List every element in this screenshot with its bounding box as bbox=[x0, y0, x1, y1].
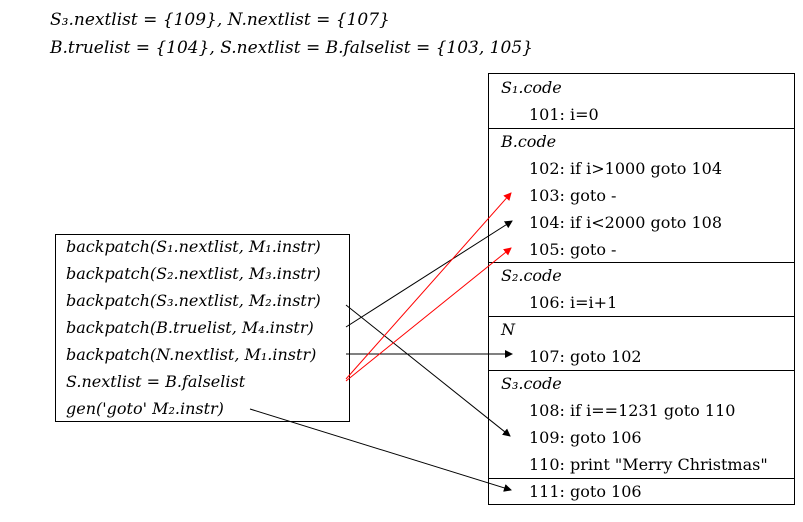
code-listing-box: S₁.code 101: i=0 B.code 102: if i>1000 g… bbox=[488, 73, 795, 505]
arrow-falselist-to-105 bbox=[345, 247, 512, 382]
action-line: gen('goto' M₂.instr) bbox=[66, 399, 224, 418]
code-line-104: 104: if i<2000 goto 108 bbox=[529, 213, 723, 232]
action-line: backpatch(N.nextlist, M₁.instr) bbox=[66, 345, 317, 364]
backpatch-actions-box: backpatch(S₁.nextlist, M₁.instr) backpat… bbox=[55, 234, 350, 422]
code-line-105: 105: goto - bbox=[529, 240, 617, 259]
code-line-110: 110: print "Merry Christmas" bbox=[529, 455, 768, 474]
section-divider bbox=[489, 316, 794, 317]
code-line-108: 108: if i==1231 goto 110 bbox=[529, 401, 736, 420]
code-line-101: 101: i=0 bbox=[529, 105, 599, 124]
section-divider bbox=[489, 262, 794, 263]
code-line-109: 109: goto 106 bbox=[529, 428, 642, 447]
header-line-2: B.truelist = {104}, S.nextlist = B.false… bbox=[50, 38, 533, 58]
section-divider bbox=[489, 128, 794, 129]
arrow-btrue-to-104 bbox=[345, 220, 513, 328]
section-header-b: B.code bbox=[501, 132, 557, 151]
code-line-106: 106: i=i+1 bbox=[529, 293, 618, 312]
section-header-s2: S₂.code bbox=[501, 266, 562, 285]
action-line: backpatch(B.truelist, M₄.instr) bbox=[66, 318, 314, 337]
header-line-1: S₃.nextlist = {109}, N.nextlist = {107} bbox=[50, 10, 390, 30]
arrow-s3-to-109 bbox=[345, 304, 511, 437]
section-divider bbox=[489, 370, 794, 371]
arrow-falselist-to-103 bbox=[345, 192, 512, 380]
section-header-s1: S₁.code bbox=[501, 78, 562, 97]
action-line: backpatch(S₂.nextlist, M₃.instr) bbox=[66, 264, 321, 283]
action-line: backpatch(S₁.nextlist, M₁.instr) bbox=[66, 237, 321, 256]
code-line-111: 111: goto 106 bbox=[529, 482, 642, 501]
code-line-102: 102: if i>1000 goto 104 bbox=[529, 159, 723, 178]
action-line: S.nextlist = B.falselist bbox=[66, 372, 246, 391]
section-divider bbox=[489, 478, 794, 479]
section-header-n: N bbox=[501, 320, 515, 339]
section-header-s3: S₃.code bbox=[501, 374, 562, 393]
code-line-103: 103: goto - bbox=[529, 186, 617, 205]
action-line: backpatch(S₃.nextlist, M₂.instr) bbox=[66, 291, 321, 310]
arrow-gen-to-111 bbox=[249, 408, 512, 492]
code-line-107: 107: goto 102 bbox=[529, 347, 642, 366]
